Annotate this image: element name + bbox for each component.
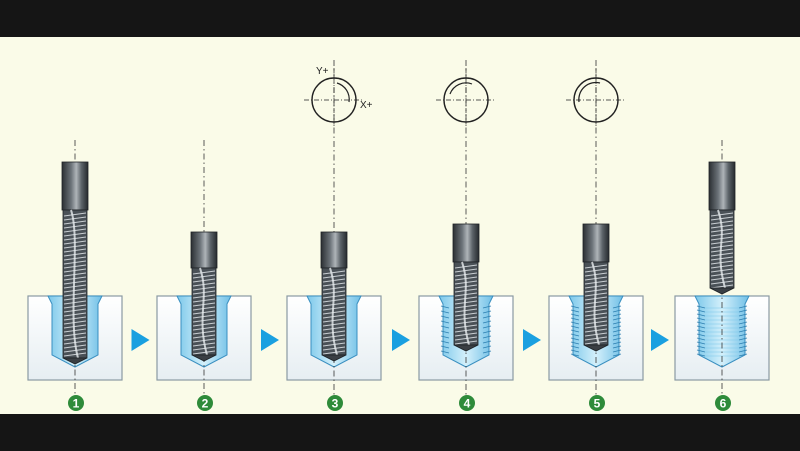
y-axis-label: Y+ xyxy=(316,66,329,77)
step-number: 3 xyxy=(332,397,339,411)
tool-flutes xyxy=(453,261,479,352)
triangle-right-icon xyxy=(131,329,150,351)
step-number: 4 xyxy=(464,397,471,411)
step-number-badge: 6 xyxy=(715,395,731,411)
step-3: Y+ X+ 3 xyxy=(286,60,382,411)
tool-shank xyxy=(708,161,736,211)
triangle-right-icon xyxy=(651,329,669,351)
step-6: 6 xyxy=(674,140,770,411)
tool-shank xyxy=(582,223,610,263)
tool-shank xyxy=(61,161,89,211)
tool-shank xyxy=(452,223,480,263)
step-number: 2 xyxy=(202,397,209,411)
step-number-badge: 1 xyxy=(68,395,84,411)
bottom-black-bar xyxy=(0,414,800,451)
step-number-badge: 2 xyxy=(197,395,213,411)
tool-flutes xyxy=(321,267,347,362)
thread-lines xyxy=(570,305,622,357)
step-2: 2 xyxy=(156,140,252,411)
step-number-badge: 3 xyxy=(327,395,343,411)
step-number: 1 xyxy=(73,397,80,411)
interpolation-circle xyxy=(566,68,626,128)
thread-lines xyxy=(440,305,492,354)
diagram-panel xyxy=(0,37,800,414)
x-axis-label: X+ xyxy=(360,100,373,111)
rotation-arrow-icon xyxy=(449,82,473,95)
tool-flutes xyxy=(583,261,609,352)
interpolation-circle: Y+ X+ xyxy=(304,66,373,128)
tool-flutes xyxy=(709,209,735,295)
step-number: 5 xyxy=(594,397,601,411)
step-1: 1 xyxy=(27,140,123,411)
tool-flutes xyxy=(62,209,88,365)
step-number-badge: 4 xyxy=(459,395,475,411)
top-black-bar xyxy=(0,0,800,37)
tool-flutes xyxy=(191,267,217,362)
rotation-arrow-icon xyxy=(336,82,350,103)
triangle-right-icon xyxy=(261,329,279,351)
tool-shank xyxy=(190,231,218,269)
tool-shank xyxy=(320,231,348,269)
rotation-arrow-icon xyxy=(578,81,601,103)
triangle-right-icon xyxy=(392,329,410,351)
triangle-right-icon xyxy=(523,329,541,351)
interpolation-circle xyxy=(436,68,496,128)
step-number: 6 xyxy=(720,397,727,411)
step-number-badge: 5 xyxy=(589,395,605,411)
step-5: 5 xyxy=(548,60,644,411)
step-4: 4 xyxy=(418,60,514,411)
